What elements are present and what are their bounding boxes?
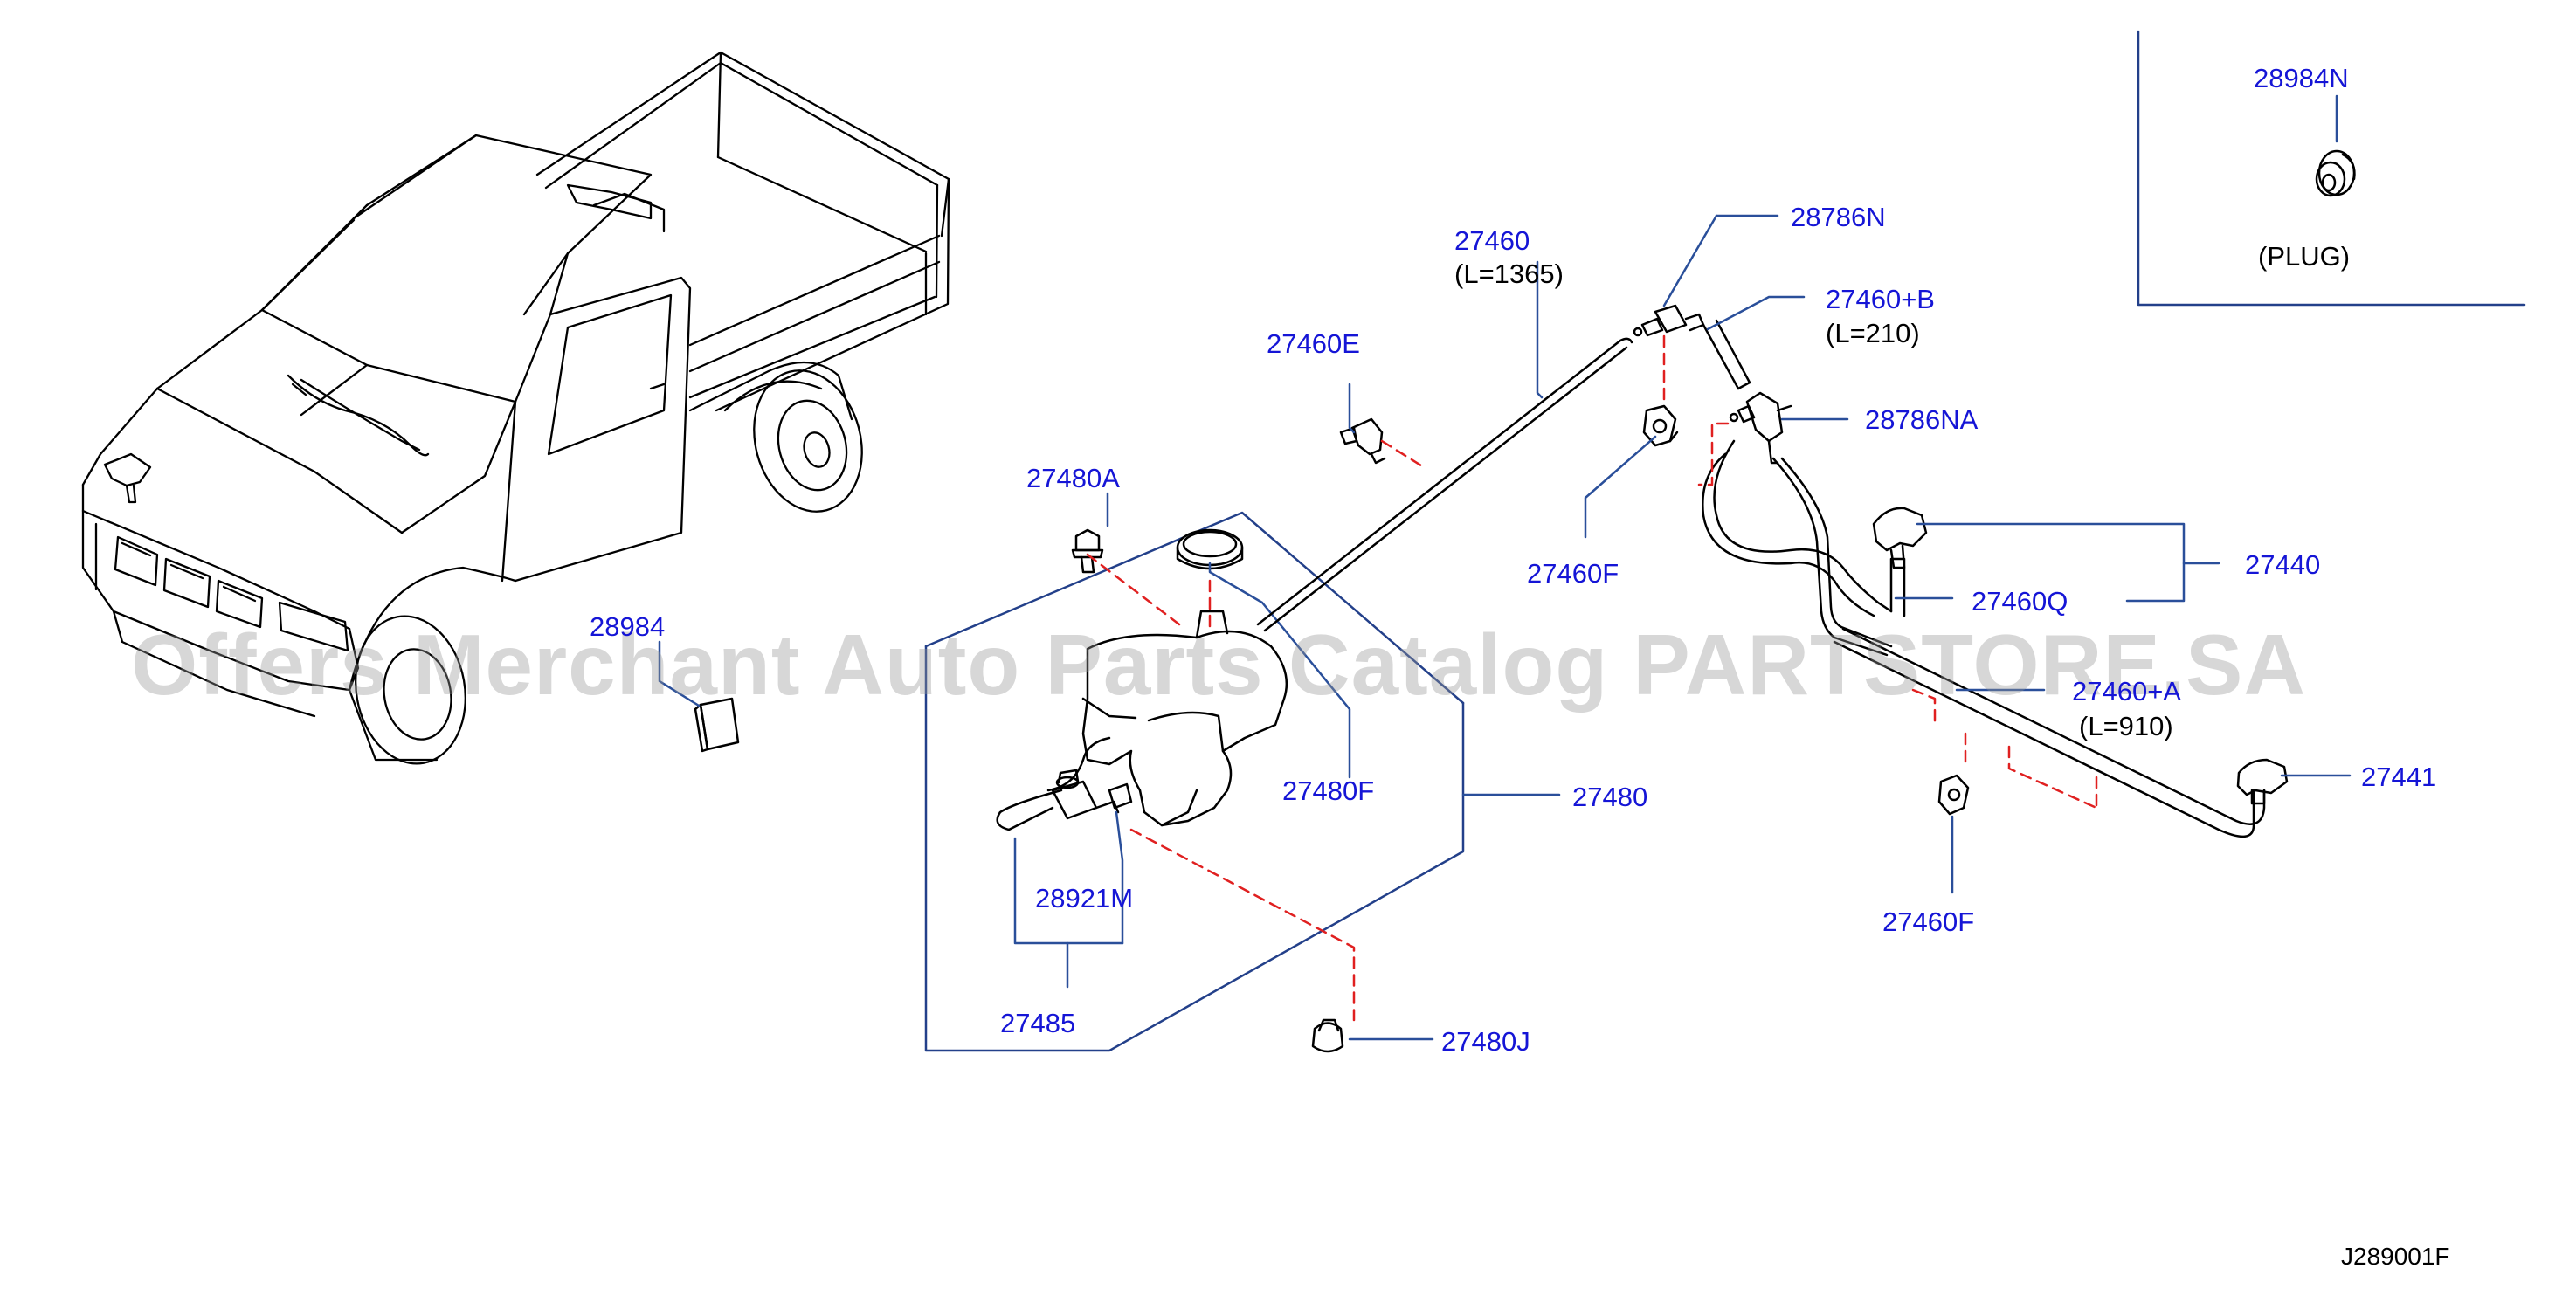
tank-dashed-leaders: [1086, 553, 1356, 1022]
label-27460-length: (L=1365): [1454, 259, 1564, 289]
hose-leaders: [1348, 214, 2352, 894]
label-27480A[interactable]: 27480A: [1026, 463, 1120, 493]
label-27460A-length: (L=910): [2079, 711, 2173, 741]
washer-tank-drawing: [694, 528, 1344, 1053]
inset-frame: [2137, 30, 2526, 307]
tank-leaders: [658, 492, 1561, 1041]
hose-27460A: [1833, 627, 2266, 838]
label-28786NA[interactable]: 28786NA: [1865, 404, 1979, 435]
label-27460F-top[interactable]: 27460F: [1527, 558, 1619, 589]
label-28984[interactable]: 28984: [590, 611, 666, 642]
nozzle-27440: [1872, 507, 1928, 569]
watermark-text: Offers Merchant Auto Parts Catalog PARTS…: [131, 617, 2307, 713]
label-28786N[interactable]: 28786N: [1791, 202, 1886, 232]
hose-dashed-leaders: [1380, 334, 2098, 814]
label-27480F[interactable]: 27480F: [1282, 776, 1375, 806]
washer-tank-frame: [924, 511, 1465, 1052]
clip-27460E: [1339, 417, 1386, 465]
label-27480J[interactable]: 27480J: [1441, 1026, 1530, 1057]
label-27460B[interactable]: 27460+B: [1826, 284, 1935, 314]
hose-27460: [1256, 337, 1633, 632]
nozzle-27441: [2236, 758, 2289, 805]
connector-28786N: [1633, 304, 1705, 337]
pickup-truck-illustration: [81, 51, 950, 765]
diagram-code: J289001F: [2341, 1243, 2450, 1270]
label-27460E[interactable]: 27460E: [1267, 328, 1360, 359]
clip-27460F-top: [1642, 404, 1679, 447]
label-27460A[interactable]: 27460+A: [2072, 676, 2181, 707]
plug-part: [2315, 149, 2356, 197]
label-28921M[interactable]: 28921M: [1035, 883, 1134, 913]
hose-to-27440: [1702, 439, 1906, 657]
label-27460F-bottom[interactable]: 27460F: [1882, 907, 1975, 937]
label-27460[interactable]: 27460: [1454, 225, 1530, 256]
label-27441[interactable]: 27441: [2361, 762, 2437, 792]
label-27460Q[interactable]: 27460Q: [1972, 586, 2068, 617]
label-27440[interactable]: 27440: [2245, 549, 2321, 580]
label-27485[interactable]: 27485: [1000, 1008, 1076, 1038]
label-plug: (PLUG): [2258, 241, 2351, 272]
connector-28786NA: [1729, 391, 1792, 465]
clip-27460F-bottom: [1937, 774, 1970, 816]
label-28984N[interactable]: 28984N: [2254, 63, 2349, 93]
label-27480[interactable]: 27480: [1572, 782, 1648, 812]
hose-27460B: [1702, 319, 1751, 390]
label-27460B-length: (L=210): [1826, 318, 1920, 348]
